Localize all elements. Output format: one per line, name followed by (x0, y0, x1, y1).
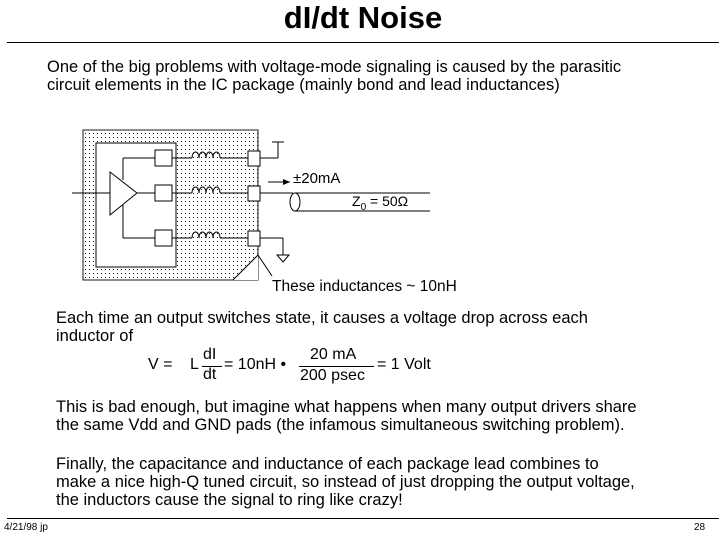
para1-line-2: inductor of (56, 327, 134, 345)
pad-vdd (154, 149, 173, 167)
eq-result: = 1 Volt (377, 356, 431, 373)
para3-line-1: Finally, the capacitance and inductance … (56, 455, 599, 473)
bond-inductors (172, 151, 248, 239)
external-leads (260, 141, 293, 263)
eq-numerator: 20 mA (310, 346, 357, 363)
eq-l: L (190, 356, 199, 373)
pad-gnd (154, 229, 173, 247)
current-label: ±20mA (293, 170, 341, 187)
impedance-z: Z (352, 193, 361, 209)
eq-denominator: 200 psec (300, 367, 365, 384)
eq-frac2-bar (299, 366, 374, 367)
slide-title: dI/dt Noise (283, 0, 443, 35)
package-diagram (72, 129, 430, 281)
footer-rule (7, 518, 719, 519)
eq-v: V = (148, 356, 173, 373)
eq-di: dI (203, 346, 217, 363)
page-number: 28 (694, 522, 706, 533)
inductance-caption: These inductances ~ 10nH (272, 278, 457, 295)
current-arrow (268, 179, 290, 185)
para1-line-1: Each time an output switches state, it c… (56, 309, 588, 327)
pad-out (154, 184, 173, 202)
lead-out (247, 185, 261, 202)
para2-line-2: the same Vdd and GND pads (the infamous … (56, 416, 625, 434)
intro-line-2: circuit elements in the IC package (main… (47, 76, 560, 94)
title-underline (7, 42, 719, 43)
intro-line-1: One of the big problems with voltage-mod… (47, 58, 622, 76)
eq-frac1-bar (202, 366, 222, 367)
impedance-value: = 50Ω (370, 193, 409, 209)
caption-pointer (257, 254, 273, 277)
para3-line-2: make a nice high-Q tuned circuit, so ins… (56, 473, 635, 491)
impedance-label: Z0 = 50Ω (352, 193, 408, 213)
lead-vdd (247, 150, 261, 167)
eq-equals-10nh: = 10nH • (224, 356, 287, 373)
impedance-sub: 0 (360, 201, 367, 213)
lead-gnd (247, 230, 261, 247)
footer-date: 4/21/98 jp (4, 522, 48, 533)
transmission-line (289, 192, 430, 212)
para3-line-3: the inductors cause the signal to ring l… (56, 491, 403, 509)
para2-line-1: This is bad enough, but imagine what hap… (56, 398, 637, 416)
eq-dt: dt (203, 366, 217, 383)
